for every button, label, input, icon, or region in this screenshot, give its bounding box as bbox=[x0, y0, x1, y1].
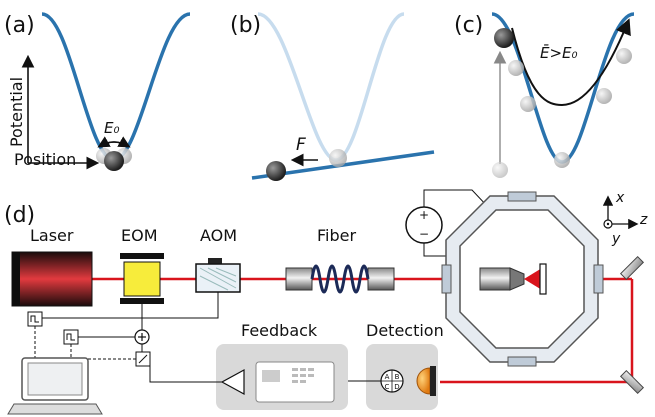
trap-focus bbox=[524, 268, 542, 290]
panel-d: (d) Laser EOM AOM Fiber + − bbox=[4, 189, 648, 415]
eom-electrode-bottom bbox=[120, 298, 164, 304]
objective-lens bbox=[479, 267, 511, 291]
displaced-particle bbox=[266, 161, 286, 181]
detection-label: Detection bbox=[366, 321, 444, 340]
excited-particle bbox=[494, 28, 514, 48]
panel-b-label: (b) bbox=[230, 13, 261, 38]
polarity-minus: − bbox=[419, 227, 429, 241]
polarity-plus: + bbox=[419, 208, 429, 222]
axis-z-label: z bbox=[639, 212, 648, 228]
pulse-symbol bbox=[66, 333, 75, 341]
trapped-particle bbox=[104, 151, 124, 171]
ghost-particle bbox=[508, 60, 524, 76]
energy-label-ebar: Ē>E₀ bbox=[540, 44, 578, 62]
faded-potential-curve bbox=[257, 12, 405, 162]
computer-keyboard bbox=[7, 403, 103, 415]
computer-screen bbox=[27, 362, 83, 396]
controller-buttons bbox=[292, 368, 314, 383]
panel-c-label: (c) bbox=[454, 13, 483, 38]
laser-end-cap bbox=[12, 252, 20, 306]
mirror-bottom bbox=[619, 369, 645, 395]
aom-drive-line bbox=[36, 292, 219, 319]
force-label: F bbox=[296, 135, 306, 155]
qpd-label-a: A bbox=[385, 373, 390, 381]
trap-electrode bbox=[539, 263, 547, 295]
ghost-particle bbox=[492, 162, 508, 178]
fiber-coil bbox=[310, 264, 370, 294]
feedback-signal-line bbox=[149, 358, 222, 383]
eom-crystal bbox=[123, 261, 161, 297]
axis-x-label: x bbox=[615, 190, 625, 206]
eom-label: EOM bbox=[121, 226, 158, 245]
chamber-port bbox=[507, 191, 537, 202]
panel-a: (a) Potential Position E₀ bbox=[4, 12, 191, 171]
aom-hatching bbox=[199, 267, 237, 291]
chamber-window bbox=[593, 264, 604, 294]
fiber-coupler-in bbox=[285, 267, 313, 291]
chamber-window bbox=[441, 264, 452, 294]
laser-source bbox=[11, 251, 93, 307]
ghost-particle bbox=[596, 88, 612, 104]
ghost-particle bbox=[616, 48, 632, 64]
aom-transducer bbox=[208, 258, 222, 266]
fiber-coupler-out bbox=[367, 267, 395, 291]
position-axis-label: Position bbox=[14, 150, 76, 169]
chamber-port bbox=[507, 356, 537, 367]
switch-symbol bbox=[138, 354, 148, 364]
controller-display bbox=[262, 370, 280, 382]
panel-a-label: (a) bbox=[4, 13, 35, 38]
potential-axis-label: Potential bbox=[7, 77, 26, 147]
potential-well-curve bbox=[41, 12, 191, 162]
ghost-particle bbox=[520, 96, 536, 112]
photodetector bbox=[416, 367, 431, 395]
energy-label-e0: E₀ bbox=[104, 119, 120, 137]
qpd-label-b: B bbox=[395, 373, 400, 381]
fiber-label: Fiber bbox=[317, 226, 356, 245]
feedback-label: Feedback bbox=[241, 321, 318, 340]
pulse-symbol bbox=[30, 315, 39, 323]
qpd-label-c: C bbox=[385, 383, 390, 391]
ghost-particle bbox=[554, 152, 570, 168]
energy-trajectory bbox=[511, 18, 631, 107]
panel-c: (c) Ē>E₀ bbox=[454, 12, 635, 178]
objective-tip bbox=[509, 267, 525, 291]
eom-electrode-top bbox=[120, 253, 164, 259]
mirror-top bbox=[619, 255, 645, 281]
panel-d-label: (d) bbox=[4, 203, 35, 228]
qpd-label-d: D bbox=[394, 383, 399, 391]
axis-y-dot bbox=[606, 222, 610, 226]
amplifier-symbol bbox=[220, 368, 245, 396]
photodetector-housing bbox=[430, 366, 436, 396]
oscillation-arrow-back bbox=[97, 136, 129, 148]
panel-b: (b) F bbox=[230, 12, 435, 181]
aom-label: AOM bbox=[200, 226, 237, 245]
axis-y-label: y bbox=[611, 231, 621, 247]
ghost-particle bbox=[329, 149, 347, 167]
laser-label: Laser bbox=[30, 226, 74, 245]
